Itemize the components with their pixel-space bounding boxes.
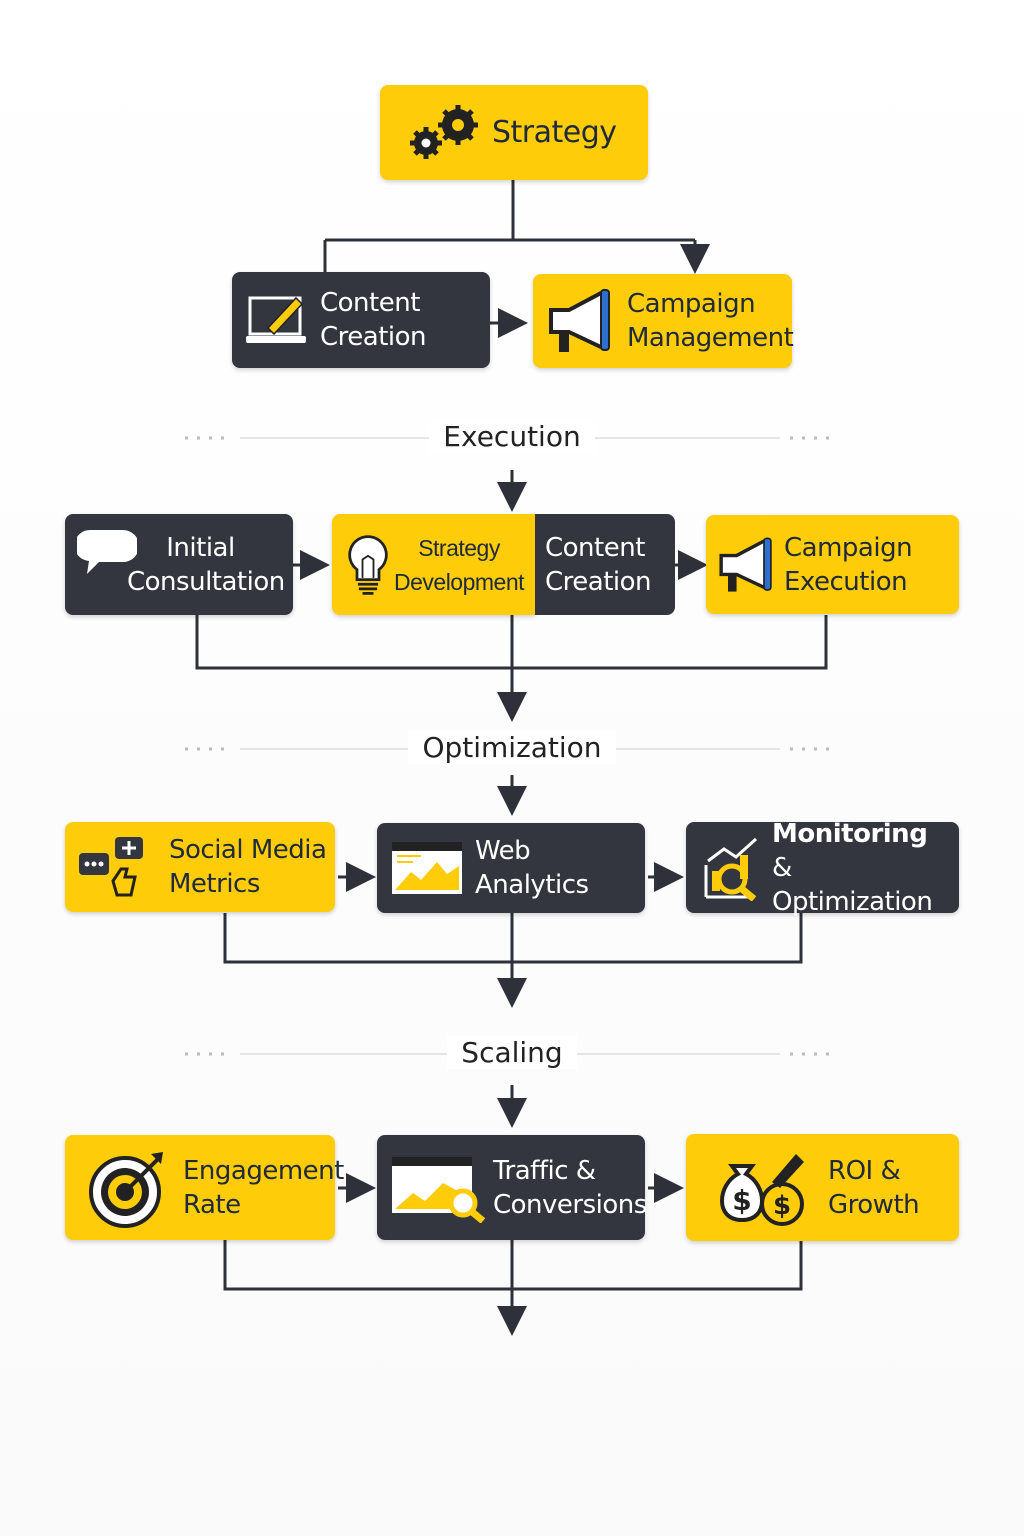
section-title: Optimization (408, 731, 616, 764)
label-line1: Engagement (183, 1155, 344, 1186)
label-line1: ROI & (828, 1155, 901, 1186)
label-line2: Management (627, 323, 794, 353)
label-line1: Initial (166, 532, 235, 563)
label-line2: Consultation (127, 566, 285, 597)
section-execution: Execution (0, 420, 1024, 453)
label-line2: Conversions (493, 1189, 647, 1220)
label-line1: Campaign (627, 289, 756, 319)
strategy-label: Strategy (492, 114, 617, 150)
label-line1: Content (320, 288, 420, 318)
label-line2: Creation (320, 322, 427, 352)
label-line1: Strategy (418, 534, 500, 561)
traffic-conversions-node[interactable]: Traffic &Conversions (377, 1135, 647, 1240)
svg-text:$: $ (732, 1184, 751, 1217)
label-line1: Monitoring (772, 818, 928, 849)
gears-icon (408, 103, 482, 163)
section-optimization: Optimization (0, 731, 1024, 764)
label-line2: & Optimization (772, 852, 933, 917)
label-line1: Social Media (169, 835, 327, 865)
label-line2: Creation (545, 566, 652, 597)
browser-chart-icon (391, 840, 463, 896)
chart-magnifier-icon (702, 835, 762, 901)
label-line1: Content (545, 532, 645, 563)
megaphone-icon (716, 532, 776, 598)
svg-text:$: $ (773, 1191, 791, 1221)
label-line2: Metrics (169, 869, 260, 899)
lightbulb-icon (346, 533, 390, 597)
label-line2: Growth (828, 1189, 920, 1220)
roi-growth-node[interactable]: $$ ROI &Growth (686, 1134, 959, 1241)
label-line2: Execution (784, 566, 908, 597)
label-line1: Campaign (784, 532, 913, 563)
section-scaling: Scaling (0, 1036, 1024, 1069)
speech-bubble-icon (77, 528, 137, 576)
target-icon (87, 1148, 167, 1228)
label-line2: Rate (183, 1189, 241, 1220)
monitoring-optimization-node[interactable]: Monitoring& Optimization (686, 819, 959, 917)
section-title: Scaling (447, 1036, 577, 1069)
browser-magnifier-icon (391, 1153, 487, 1223)
label-line2: Development (394, 568, 525, 595)
label-line1: Web Analytics (475, 836, 589, 900)
strategy-node[interactable]: Strategy (380, 85, 648, 180)
money-bag-icon: $$ (710, 1148, 810, 1228)
laptop-pencil-icon (246, 292, 308, 348)
section-title: Execution (429, 420, 595, 453)
chat-thumbs-up-icon (77, 835, 147, 899)
label-line1: Traffic & (493, 1155, 596, 1186)
web-analytics-node[interactable]: Web Analytics (377, 823, 645, 913)
megaphone-icon (545, 286, 615, 356)
